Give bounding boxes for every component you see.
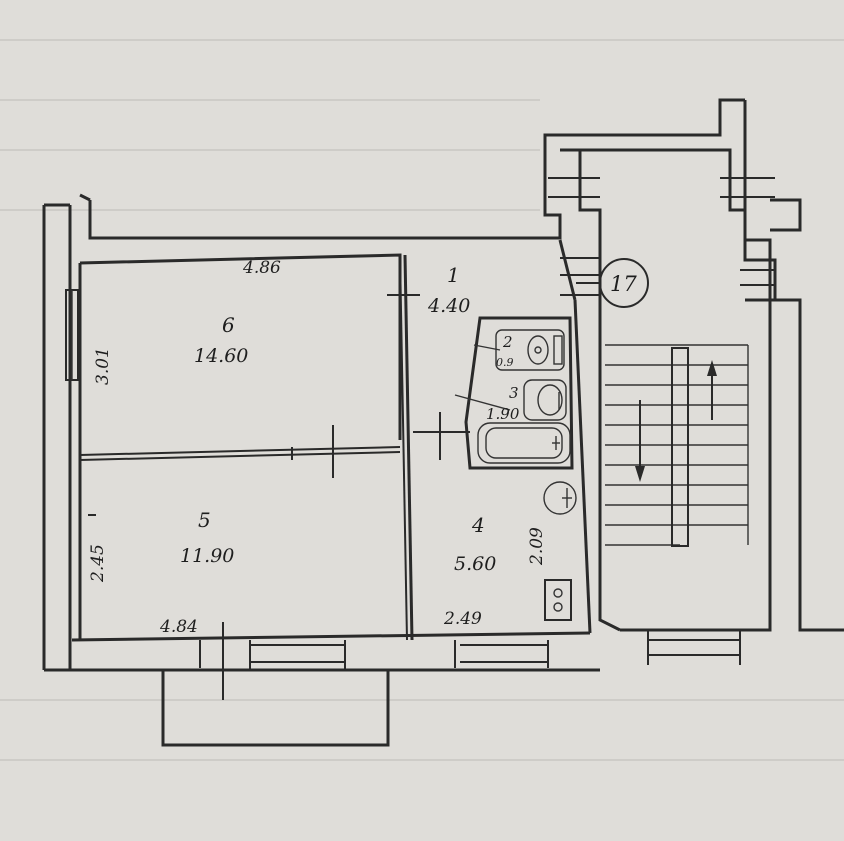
apartment-number: 17 [610,272,637,296]
stairwell [548,100,844,665]
dimension-bottom-width: 4.84 [159,617,198,637]
interior-walls [71,239,592,642]
dimension-left-upper: 3.01 [93,347,113,385]
room-3-area: 1.90 [486,405,520,423]
leader-line-3 [454,394,511,411]
dimension-left-lower: 2.45 [88,544,108,583]
dimension-top-width: 4.86 [242,258,281,278]
room-2-number: 2 [502,333,513,351]
dimension-hall-width: 2.49 [443,609,482,629]
stair-arrows [635,360,717,482]
room-4-area: 5.60 [454,553,496,575]
exterior-walls [42,98,745,672]
room-6-number: 6 [222,313,235,337]
room-5-number: 5 [198,508,211,532]
room-1-number: 1 [447,263,460,287]
room-6-area: 14.60 [194,345,248,367]
stair-steps [605,344,749,547]
room-4-number: 4 [471,513,485,537]
balcony [161,670,390,747]
room-1-area: 4.40 [427,295,470,317]
door-marks [65,280,549,700]
room-2-area: 0.9 [496,356,514,369]
leader-line-2 [473,344,501,351]
room-5-area: 11.90 [180,545,234,567]
bath-fixtures [477,329,577,621]
room-3-number: 3 [509,384,519,402]
dimension-hall-height: 2.09 [527,527,547,566]
